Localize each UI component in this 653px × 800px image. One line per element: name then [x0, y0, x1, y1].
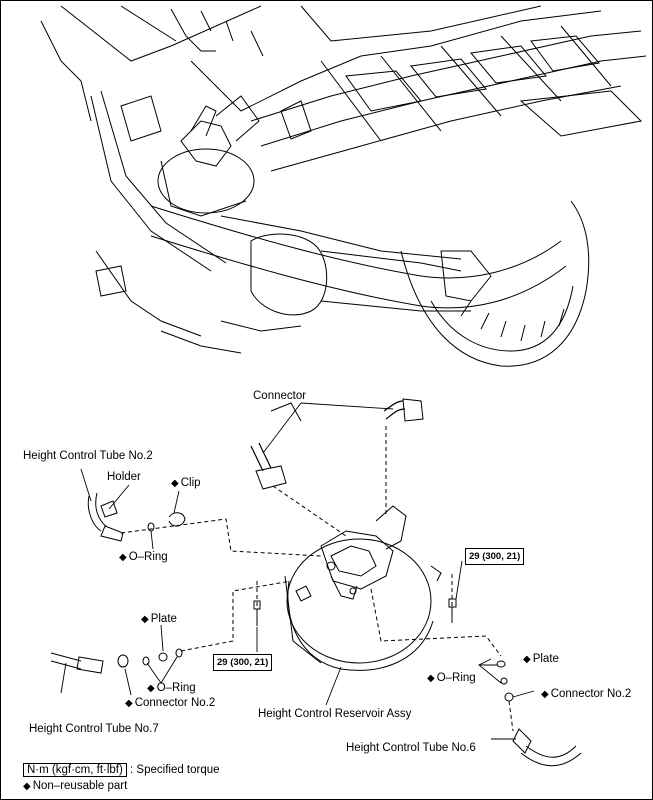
- nonreusable-icon: ◆: [427, 673, 435, 684]
- nonreusable-icon: ◆: [119, 552, 127, 563]
- legend-nonreusable: ◆Non–reusable part: [23, 780, 127, 793]
- label-clip: ◆Clip: [171, 477, 201, 490]
- label-o-ring-right: ◆O–Ring: [427, 672, 476, 685]
- legend-torque: N·m (kgf·cm, ft·lbf) : Specified torque: [23, 763, 220, 777]
- nonreusable-icon: ◆: [171, 478, 179, 489]
- nonreusable-icon: ◆: [125, 698, 133, 709]
- label-connector: Connector: [253, 390, 307, 402]
- reservoir-assembly: [284, 505, 442, 671]
- legend-nonreusable-desc: Non–reusable part: [32, 780, 128, 792]
- label-o-ring-right-text: O–Ring: [436, 672, 476, 684]
- legend-torque-desc: : Specified torque: [130, 764, 220, 776]
- label-height-control-tube-6: Height Control Tube No.6: [346, 742, 476, 754]
- label-o-ring-left-text: O–Ring: [156, 682, 196, 694]
- tube-no2-assembly: [87, 492, 186, 542]
- label-connector-no2-left-text: Connector No.2: [134, 697, 216, 709]
- tube-no6-assembly: [496, 660, 582, 767]
- tube-no7-assembly: [50, 648, 183, 674]
- label-clip-text: Clip: [180, 477, 201, 489]
- label-height-control-reservoir: Height Control Reservoir Assy: [258, 708, 412, 720]
- leader-lines: [60, 402, 535, 740]
- nonreusable-icon: ◆: [141, 614, 149, 625]
- label-connector-no2-left: ◆Connector No.2: [125, 697, 215, 710]
- nonreusable-icon: ◆: [147, 683, 155, 694]
- label-o-ring-left: ◆O–Ring: [147, 682, 196, 695]
- nonreusable-icon: ◆: [23, 781, 31, 792]
- nonreusable-icon: ◆: [541, 689, 549, 700]
- label-connector-no2-right: ◆Connector No.2: [541, 688, 631, 701]
- label-plate-left-text: Plate: [150, 613, 177, 625]
- label-height-control-tube-7: Height Control Tube No.7: [29, 723, 159, 735]
- torque-spec-right: 29 (300, 21): [465, 548, 525, 565]
- label-connector-no2-right-text: Connector No.2: [550, 688, 632, 700]
- label-plate-right-text: Plate: [532, 653, 559, 665]
- label-holder: Holder: [107, 471, 141, 483]
- torque-spec-left: 29 (300, 21): [213, 654, 273, 671]
- label-plate-left: ◆Plate: [141, 613, 177, 626]
- legend-torque-unit: N·m (kgf·cm, ft·lbf): [23, 763, 127, 777]
- label-height-control-tube-2: Height Control Tube No.2: [23, 450, 153, 462]
- nonreusable-icon: ◆: [523, 654, 531, 665]
- label-plate-right: ◆Plate: [523, 653, 559, 666]
- vehicle-undercarriage: [40, 5, 647, 367]
- assembly-guide-lines: [120, 426, 514, 732]
- connector-harness: [250, 398, 424, 490]
- label-o-ring-top: ◆O–Ring: [119, 551, 168, 564]
- label-o-ring-top-text: O–Ring: [128, 551, 168, 563]
